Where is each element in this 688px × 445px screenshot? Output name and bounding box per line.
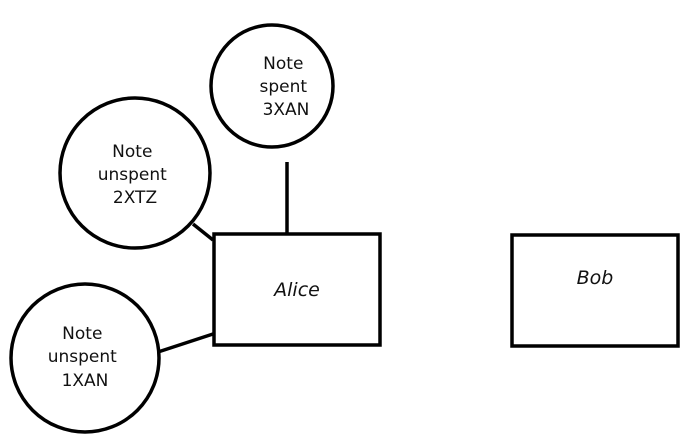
alice-box	[212, 232, 382, 347]
note-unspent-xtz-line-2: unspent	[98, 165, 167, 185]
note-spent-line-2: spent	[260, 77, 308, 97]
note-unspent-xtz-line-1: Note	[112, 142, 152, 162]
edge-note-unspent-xan-to-alice	[157, 332, 214, 354]
note-unspent-xtz-node[interactable]: Note unspent 2XTZ	[58, 96, 212, 250]
svg-text:Note unspent 1XAN: Note unspent 1XAN	[48, 324, 123, 391]
alice-node[interactable]: Alice	[212, 232, 382, 347]
note-unspent-xan-node[interactable]: Note unspent 1XAN	[9, 282, 161, 434]
alice-label: Alice	[272, 279, 320, 301]
note-unspent-xan-line-3: 1XAN	[62, 371, 109, 391]
bob-box	[510, 233, 680, 348]
bob-node[interactable]: Bob	[510, 233, 680, 348]
note-unspent-xtz-line-3: 2XTZ	[113, 188, 157, 208]
note-spent-node[interactable]: Note spent 3XAN	[209, 23, 335, 149]
svg-text:Note spent 3XAN: Note spent 3XAN	[260, 54, 313, 120]
note-spent-circle	[209, 23, 335, 149]
edge-note-unspent-xtz-to-alice	[191, 222, 215, 242]
note-unspent-xan-circle	[9, 282, 161, 434]
note-unspent-xtz-circle	[58, 96, 212, 250]
note-unspent-xan-line-1: Note	[62, 324, 102, 344]
svg-text:Note unspent 2XTZ: Note unspent 2XTZ	[98, 142, 173, 208]
note-spent-line-3: 3XAN	[263, 100, 310, 120]
note-unspent-xan-line-2: unspent	[48, 347, 117, 367]
bob-label: Bob	[577, 267, 614, 289]
note-spent-line-1: Note	[263, 54, 303, 74]
